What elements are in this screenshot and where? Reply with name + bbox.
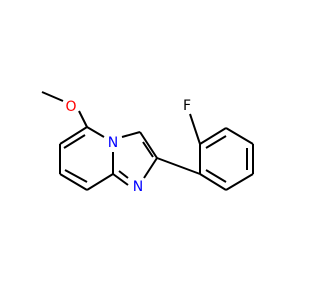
bond-n1-c8a-inner xyxy=(118,170,129,179)
bond-c7-c8-inner xyxy=(64,169,88,183)
bond-ph5-ph6 xyxy=(225,173,254,191)
bond-c3-c2 xyxy=(139,131,158,159)
bond-o-c5 xyxy=(78,110,88,128)
bond-ph6-ph1 xyxy=(199,173,227,191)
bond-ph6-ph1-inner xyxy=(205,169,227,183)
oxygen-label: O xyxy=(65,99,76,115)
bond-c8-c8a xyxy=(86,173,114,191)
bond-n4-c5 xyxy=(86,126,105,138)
bond-c2-phenyl xyxy=(156,157,201,175)
nitrogen-bridge-label: N xyxy=(108,135,118,151)
bond-c2-n1 xyxy=(143,157,158,179)
bond-ph3-ph4 xyxy=(225,127,254,145)
bond-c5-c6 xyxy=(59,126,88,145)
bond-c3-c2-inner xyxy=(142,141,154,158)
bond-c5-c6-inner xyxy=(63,134,86,149)
bond-ph2-ph3 xyxy=(199,127,227,145)
bond-c7-c8 xyxy=(59,173,88,191)
bond-n4-c3 xyxy=(121,131,141,138)
structure-canvas: O N N F xyxy=(41,91,254,195)
bond-ph2-f xyxy=(189,113,201,145)
bond-n1-c8a xyxy=(112,173,129,186)
nitrogen-ring-label: N xyxy=(133,179,143,195)
bond-methyl-o xyxy=(41,91,64,102)
bond-ph2-ph3-inner xyxy=(205,135,227,149)
molecule-structure: O N N F xyxy=(41,91,254,195)
fluorine-label: F xyxy=(183,98,191,114)
